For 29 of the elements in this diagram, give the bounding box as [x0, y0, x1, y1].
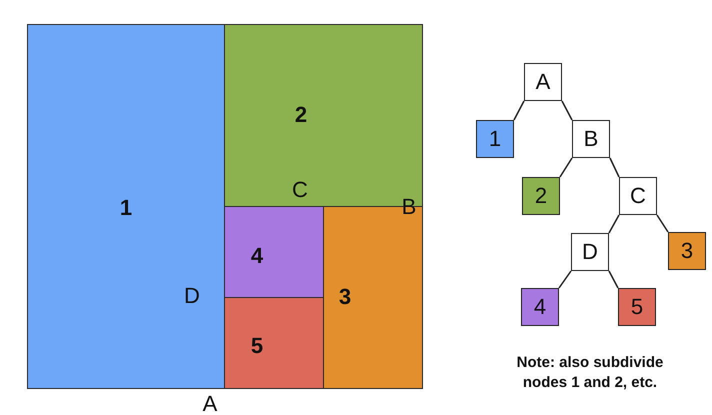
- treemap-region: [27, 24, 225, 389]
- tree-connector: [608, 270, 619, 288]
- split-label: D: [184, 285, 200, 307]
- tree-node: A: [524, 63, 562, 101]
- tree-node: 5: [618, 288, 656, 326]
- tree-node: 1: [476, 120, 514, 158]
- tree-connector: [656, 214, 669, 232]
- tree-node: D: [571, 233, 609, 271]
- region-number: 1: [120, 197, 132, 219]
- region-number: 4: [250, 245, 264, 267]
- tree-connector: [609, 158, 620, 178]
- tree-node: C: [619, 177, 657, 215]
- tree-node: 3: [668, 232, 706, 270]
- tree-node: B: [572, 120, 610, 158]
- note-text: Note: also subdivide nodes 1 and 2, etc.: [516, 353, 664, 394]
- tree-connector: [608, 214, 620, 234]
- split-label: A: [202, 393, 218, 415]
- region-number: 3: [338, 286, 352, 308]
- tree-node: 2: [522, 177, 560, 215]
- region-number: 2: [294, 104, 308, 126]
- split-label: C: [292, 179, 308, 201]
- tree-connector: [559, 158, 573, 178]
- tree-connector: [513, 100, 525, 120]
- tree-connector: [558, 270, 572, 288]
- tree-node: 4: [521, 288, 559, 326]
- region-number: 5: [250, 335, 264, 357]
- treemap-region: [224, 206, 324, 298]
- treemap-region: [224, 297, 324, 389]
- tree-connector: [561, 100, 573, 120]
